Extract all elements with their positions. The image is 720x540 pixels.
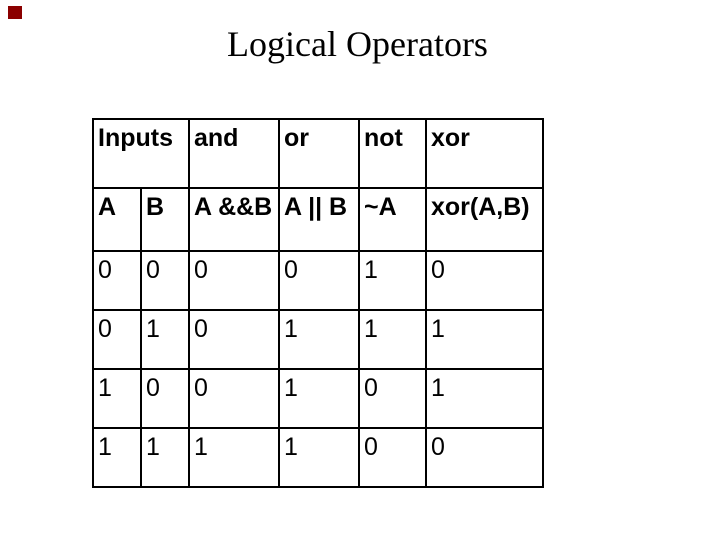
table-row: 0 1 0 1 1 1	[92, 309, 544, 370]
table-cell: 0	[425, 427, 544, 488]
table-cell: 1	[278, 368, 360, 429]
table-cell: 1	[278, 309, 360, 370]
table-cell: 1	[188, 427, 280, 488]
corner-square-marker	[8, 6, 22, 19]
slide-title: Logical Operators	[227, 24, 488, 64]
table-cell: 0	[92, 309, 142, 370]
table-cell: 0	[140, 368, 190, 429]
table-cell: 0	[358, 427, 427, 488]
expression-row: A B A &&B A || B ~A xor(A,B)	[92, 187, 544, 252]
table-cell: 1	[358, 309, 427, 370]
table-row: 1 1 1 1 0 0	[92, 427, 544, 488]
truth-table: Inputs and or not xor A B A &&B A || B ~…	[92, 118, 544, 488]
table-cell: 1	[425, 368, 544, 429]
table-cell: 0	[425, 250, 544, 311]
table-cell: 0	[278, 250, 360, 311]
expr-or: A || B	[278, 187, 360, 252]
expr-xor: xor(A,B)	[425, 187, 544, 252]
table-cell: 1	[140, 427, 190, 488]
expr-a: A	[92, 187, 142, 252]
table-cell: 0	[188, 309, 280, 370]
expr-not: ~A	[358, 187, 427, 252]
header-inputs: Inputs	[92, 118, 190, 189]
table-cell: 0	[358, 368, 427, 429]
table-cell: 1	[92, 427, 142, 488]
table-cell: 0	[188, 368, 280, 429]
table-cell: 1	[358, 250, 427, 311]
table-cell: 1	[140, 309, 190, 370]
header-xor: xor	[425, 118, 544, 189]
table-cell: 0	[188, 250, 280, 311]
expr-and: A &&B	[188, 187, 280, 252]
table-row: 0 0 0 0 1 0	[92, 250, 544, 311]
table-cell: 0	[92, 250, 142, 311]
header-and: and	[188, 118, 280, 189]
header-row: Inputs and or not xor	[92, 118, 544, 189]
header-not: not	[358, 118, 427, 189]
header-or: or	[278, 118, 360, 189]
expr-b: B	[140, 187, 190, 252]
table-cell: 0	[140, 250, 190, 311]
table-cell: 1	[92, 368, 142, 429]
table-cell: 1	[425, 309, 544, 370]
table-cell: 1	[278, 427, 360, 488]
table-row: 1 0 0 1 0 1	[92, 368, 544, 429]
